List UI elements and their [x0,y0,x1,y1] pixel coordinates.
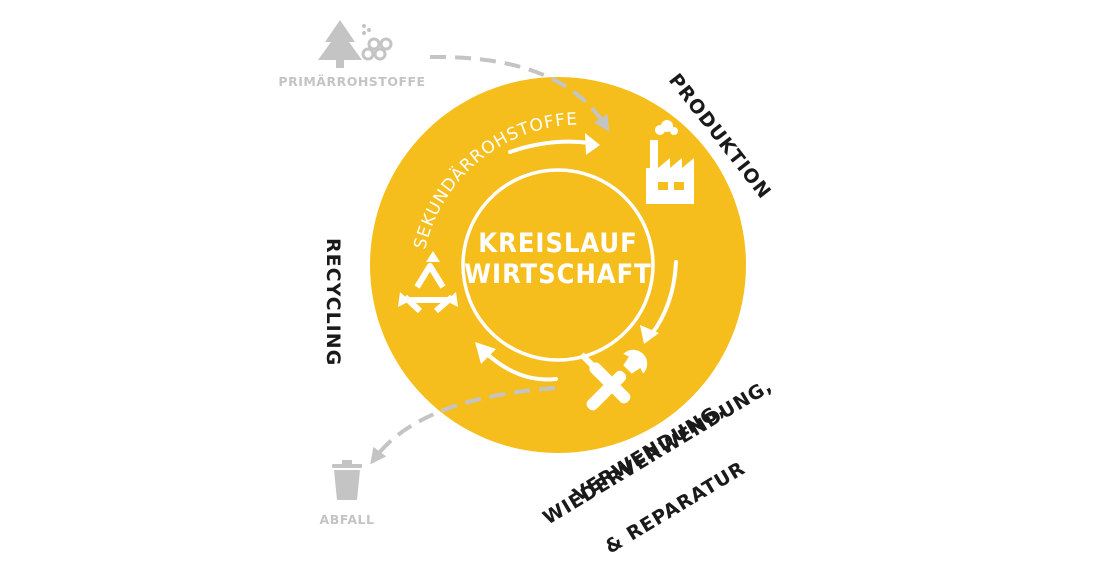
arrow-bottom [483,350,558,382]
arrow-top [508,139,592,154]
arrow-right [649,260,678,337]
arrowhead-top [585,133,600,155]
cycle-arrows [483,139,678,382]
cycle-arrowheads [475,133,659,364]
recycling-label: RECYCLING [322,238,344,366]
arrowhead-right [640,325,659,344]
factory-icon [646,120,694,204]
waste-label: ABFALL [320,512,375,527]
center-title-line2: WIRTSCHAFT [464,259,652,290]
inner-ring [461,168,655,362]
trash-can-icon [332,460,362,500]
logs-icon [361,37,393,61]
recycle-icon-heads [398,251,458,307]
tree-icon [318,20,371,68]
waste-outflow-arrow [370,386,556,465]
primary-resources-label: PRIMÄRROHSTOFFE [278,74,425,89]
arrowhead-bottom [475,342,496,364]
tools-icon [579,349,648,411]
primary-inflow-arrow [429,54,610,132]
center-title-line1: KREISLAUF [478,228,637,259]
